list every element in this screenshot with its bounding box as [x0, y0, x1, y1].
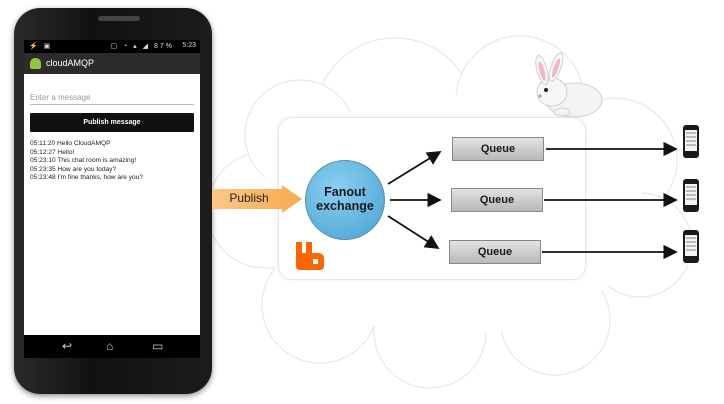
- fanout-exchange: [305, 160, 385, 240]
- action-bar: cloudAMQP: [24, 53, 200, 74]
- consumer-phone-3-icon: [683, 230, 699, 263]
- home-icon[interactable]: ⌂: [106, 339, 114, 353]
- chat-log: 05:11:20 Hello CloudAMQP 05:12:27 Hello!…: [30, 140, 198, 183]
- phone-speaker: [98, 16, 140, 21]
- consumer-phone-1-icon: [683, 125, 699, 158]
- status-bar: ⚡ ▣ ▢ ◔ ▴ ◢ 87% 5:23: [24, 40, 200, 53]
- back-icon[interactable]: ↩: [62, 339, 73, 353]
- navigation-bar: ↩ ⌂ ▭: [24, 335, 200, 358]
- publish-message-button[interactable]: Publish message: [30, 113, 194, 132]
- fanout-exchange-label: Fanout exchange: [305, 185, 385, 213]
- phone-screen: ⚡ ▣ ▢ ◔ ▴ ◢ 87% 5:23 cloudAMQP Publish m…: [24, 40, 200, 335]
- chat-message: 05:23:48 I'm fine thanks, how are you?: [30, 174, 144, 182]
- chat-message: 05:23:35 How are you today?: [30, 165, 117, 173]
- chat-message: 05:23:10 This chat room is amazing!: [30, 157, 137, 165]
- chat-message: 05:12:27 Hello!: [30, 148, 75, 156]
- publish-label: Publish: [229, 191, 269, 205]
- exchange-to-queue-1-arrow: [387, 151, 442, 185]
- queue-3: Queue: [449, 240, 541, 264]
- fanout-label-line-2: exchange: [316, 199, 374, 213]
- app-title: cloudAMQP: [46, 58, 95, 68]
- rabbit-icon: [535, 52, 603, 118]
- publish-arrow: [212, 185, 302, 213]
- android-logo-icon: [30, 58, 41, 69]
- message-input[interactable]: [30, 90, 194, 105]
- queue-2: Queue: [451, 188, 543, 212]
- status-icons: ▢ ◔ ▴ ◢ 87%: [110, 43, 174, 50]
- fanout-label-line-1: Fanout: [324, 185, 366, 199]
- exchange-to-queue-3-arrow: [387, 215, 440, 249]
- android-phone: ⚡ ▣ ▢ ◔ ▴ ◢ 87% 5:23 cloudAMQP Publish m…: [14, 8, 212, 394]
- consumer-phone-2-icon: [683, 179, 699, 212]
- queue-1: Queue: [452, 137, 544, 161]
- recent-apps-icon[interactable]: ▭: [152, 339, 164, 353]
- status-time: 5:23: [182, 42, 196, 49]
- battery-level: 87%: [153, 43, 174, 50]
- notification-icons: ⚡ ▣: [29, 43, 53, 50]
- chat-message: 05:11:20 Hello CloudAMQP: [30, 140, 111, 147]
- rabbitmq-logo-icon: [296, 242, 324, 270]
